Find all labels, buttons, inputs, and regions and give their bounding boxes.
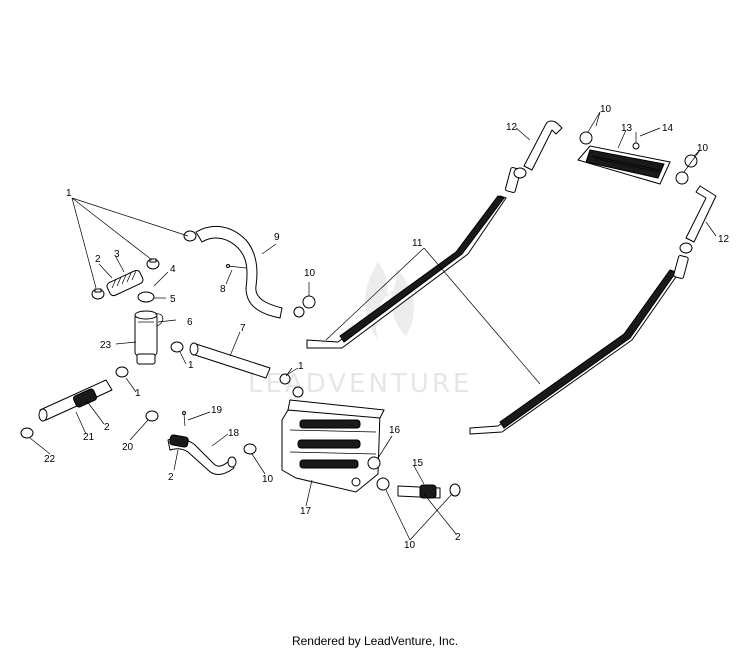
- callout-1-mid-right: 1: [298, 361, 304, 372]
- hose-21: [38, 379, 113, 422]
- hose-18: [167, 434, 237, 475]
- callout-12-top: 12: [506, 122, 518, 133]
- callout-6: 6: [187, 317, 193, 328]
- callout-1-top: 1: [66, 188, 72, 199]
- hose-12-right: [685, 185, 717, 243]
- clamp-hose15-right: [449, 483, 461, 497]
- clamp-top-left-a: [91, 288, 105, 300]
- callout-10-top: 10: [600, 104, 612, 115]
- callout-13: 13: [621, 123, 633, 134]
- pin-8: [226, 264, 247, 269]
- callout-19: 19: [211, 405, 223, 416]
- callout-5: 5: [170, 294, 176, 305]
- callout-2-top: 2: [95, 254, 101, 265]
- callout-12-right: 12: [718, 234, 730, 245]
- clamp-10-right-b: [675, 171, 689, 185]
- callout-10-upper-left: 10: [304, 268, 316, 279]
- pin-19: [182, 411, 186, 427]
- callout-labels: 1 1 1 1 2 2 2 2 3 4 5 6 7 8 9 10 10 10 1…: [44, 104, 730, 551]
- callout-23: 23: [100, 340, 112, 351]
- callout-20: 20: [122, 442, 134, 453]
- hose-9: [195, 225, 305, 319]
- watermark-text: LEADVENTURE: [248, 369, 472, 399]
- coolant-bottle-6: [134, 310, 164, 365]
- footer-caption: Rendered by LeadVenture, Inc.: [291, 634, 459, 648]
- clamp-lower-10: [243, 443, 257, 455]
- heat-exchanger-13: [577, 145, 671, 185]
- clamp-radiator-bottom: [376, 477, 390, 491]
- callout-7: 7: [240, 323, 246, 334]
- hose-15: [397, 484, 441, 499]
- clamp-bottle-side: [170, 341, 184, 353]
- callout-16: 16: [389, 425, 401, 436]
- callout-10-lower-left: 10: [262, 474, 274, 485]
- clamp-mid-right-1: [279, 373, 291, 385]
- callout-11: 11: [412, 238, 423, 249]
- callout-18: 18: [228, 428, 240, 439]
- callout-2-right: 2: [455, 532, 461, 543]
- hose-segment-3: [106, 269, 144, 297]
- clamp-12-top: [513, 167, 527, 179]
- clamp-hose9-top: [183, 230, 197, 242]
- callout-2-hose18: 2: [168, 472, 174, 483]
- callout-22: 22: [44, 454, 56, 465]
- callout-1-bottle-bottom: 1: [135, 388, 141, 399]
- hose-11-lower: [469, 255, 689, 435]
- clamp-20: [145, 410, 159, 422]
- hose-11-upper: [306, 167, 521, 349]
- callout-10-bottom: 10: [404, 540, 416, 551]
- callout-10-right: 10: [697, 143, 709, 154]
- hose-7: [189, 342, 271, 379]
- cap-5: [137, 291, 155, 303]
- screw-14: [632, 132, 640, 150]
- clamp-16: [367, 456, 381, 470]
- radiator-17: [281, 399, 385, 493]
- callout-15: 15: [412, 458, 424, 469]
- clamp-10-upper-left: [302, 295, 316, 309]
- callout-9: 9: [274, 232, 280, 243]
- clamp-10-top: [579, 131, 593, 145]
- hose-12-top: [523, 120, 563, 171]
- callout-21: 21: [83, 432, 95, 443]
- callout-1-bottle-right: 1: [188, 360, 194, 371]
- callout-3: 3: [114, 249, 120, 260]
- callout-14: 14: [662, 123, 674, 134]
- callout-17: 17: [300, 506, 312, 517]
- leader-lines: [29, 111, 717, 541]
- callout-4: 4: [170, 264, 176, 275]
- callout-2-left: 2: [104, 422, 110, 433]
- clamp-22: [20, 427, 34, 439]
- clamp-12-right: [679, 242, 693, 254]
- clamp-bottle-bottom: [115, 366, 129, 378]
- clamp-radiator-top: [292, 386, 304, 398]
- clamp-top-left-b: [146, 258, 160, 270]
- callout-8: 8: [220, 284, 226, 295]
